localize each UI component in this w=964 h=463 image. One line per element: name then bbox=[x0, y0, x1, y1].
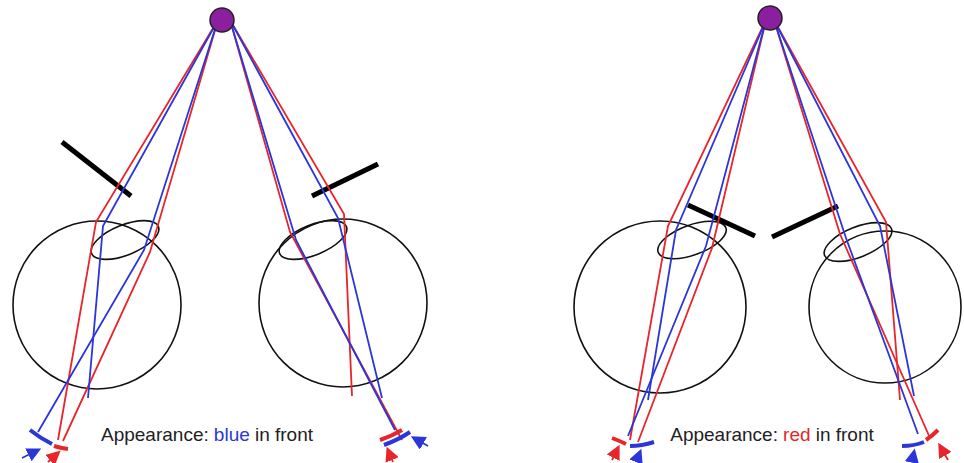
color-word: blue bbox=[214, 424, 250, 445]
caption-text: Appearance: bbox=[670, 424, 778, 445]
caption-line: Appearance:red in front bbox=[670, 424, 874, 446]
caption-text: in front bbox=[816, 424, 874, 445]
caption-text: in front bbox=[255, 424, 313, 445]
color-word: red bbox=[783, 424, 810, 445]
caption-text: Appearance: bbox=[101, 424, 209, 445]
caption-line: Appearance:bluein front bbox=[101, 424, 313, 446]
